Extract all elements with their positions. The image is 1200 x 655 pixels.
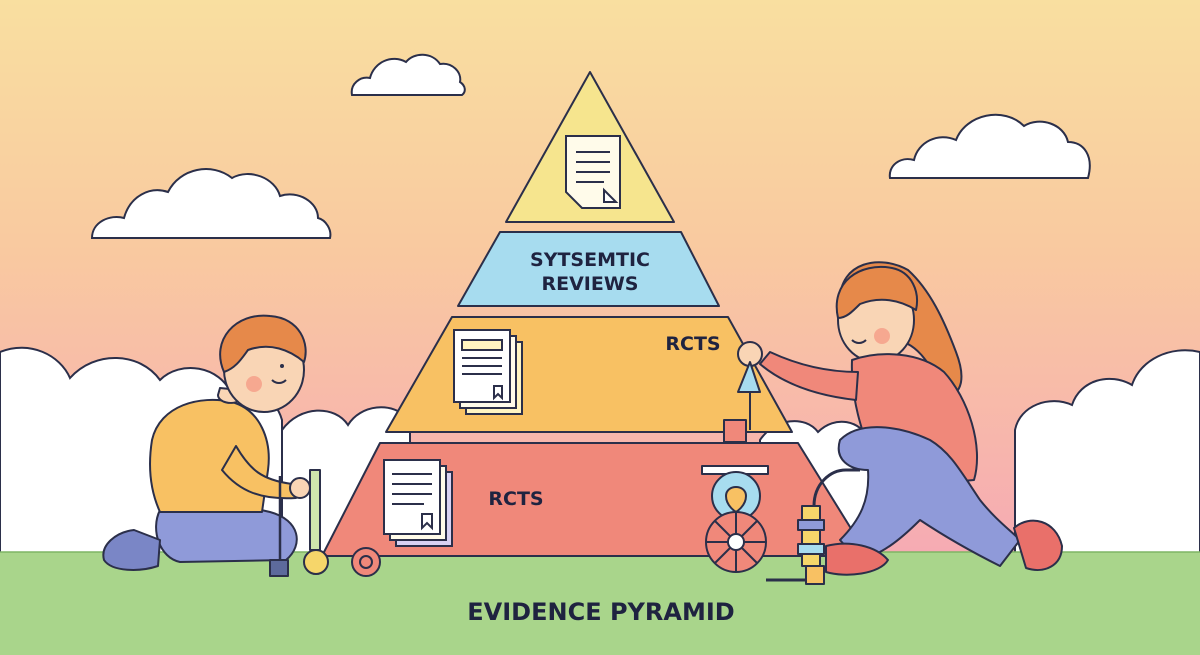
tier-2-label-line-2: REVIEWS [541, 273, 638, 295]
pyramid-tier-2 [457, 231, 720, 307]
boy-character [102, 314, 381, 577]
cloud-top-left [90, 168, 332, 239]
ground [0, 552, 1200, 655]
pyramid-tier-3 [385, 316, 793, 433]
stacked-documents-icon [383, 459, 453, 547]
tier-3-label: RCTS [665, 333, 720, 355]
cloud-top-right [888, 113, 1091, 179]
cloud-top-center [350, 53, 466, 96]
document-icon [565, 135, 621, 209]
cloud-bank-right [1014, 349, 1200, 561]
lab-apparatus [701, 361, 860, 585]
girl-character [737, 261, 1063, 576]
tier-4-label: RCTS [488, 488, 543, 510]
tier-2-label-line-1: SYTSEMTIC [530, 249, 650, 271]
diagram-caption: EVIDENCE PYRAMID [467, 598, 734, 626]
stacked-documents-icon [453, 329, 523, 415]
